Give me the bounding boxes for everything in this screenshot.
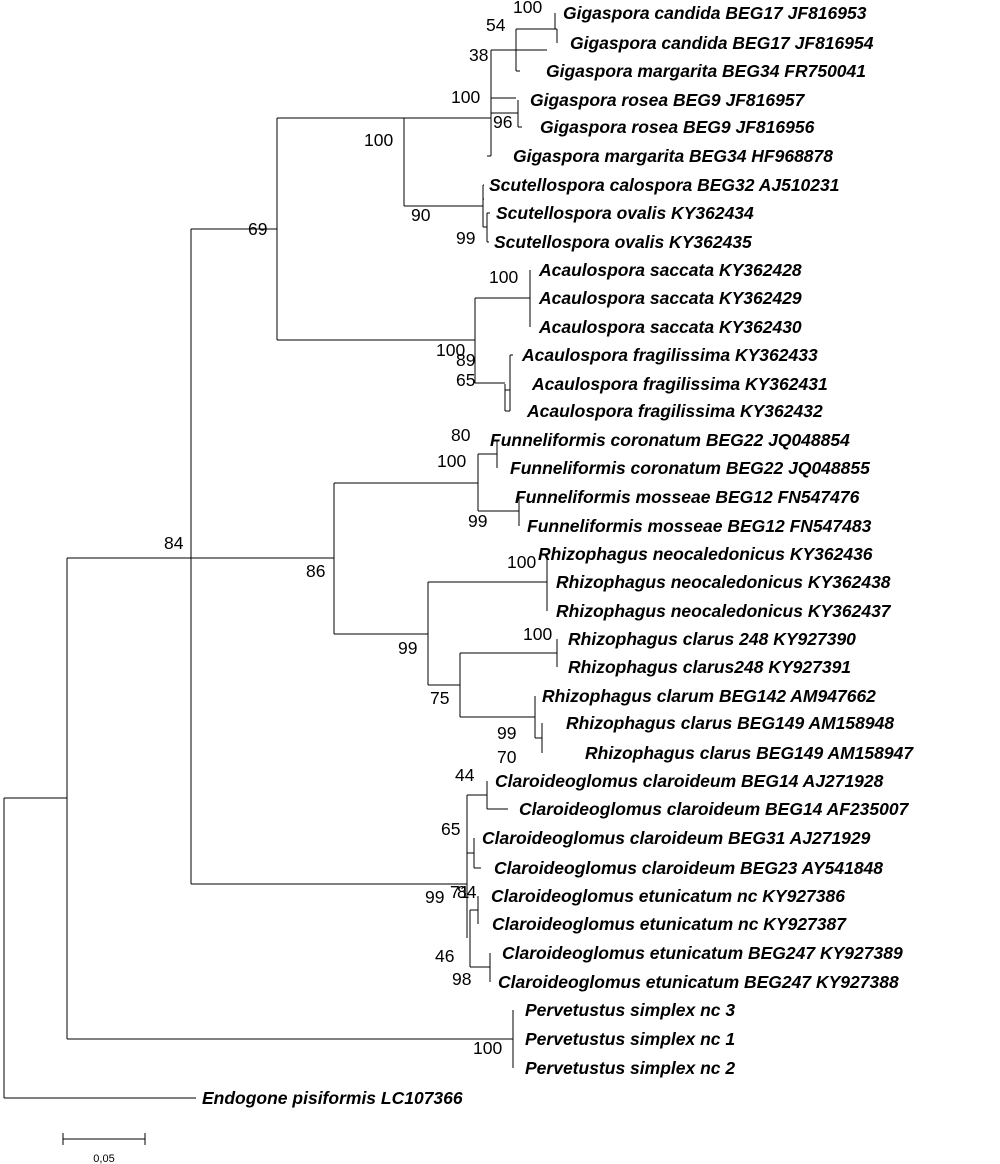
taxon-label: Claroideoglomus claroideum BEG23 AY54184…: [494, 858, 883, 878]
bootstrap-value: 75: [430, 688, 449, 708]
bootstrap-value: 100: [451, 87, 480, 107]
scale-bar-label: 0,05: [93, 1153, 114, 1164]
taxon-label: Rhizophagus clarum BEG142 AM947662: [542, 686, 876, 706]
taxon-label: Gigaspora rosea BEG9 JF816957: [530, 90, 806, 110]
bootstrap-value: 84: [457, 882, 477, 902]
taxon-label: Gigaspora candida BEG17 JF816953: [563, 3, 867, 23]
taxon-label: Claroideoglomus claroideum BEG31 AJ27192…: [482, 828, 871, 848]
taxon-label: Acaulospora saccata KY362429: [538, 288, 802, 308]
taxon-label: Claroideoglomus etunicatum nc KY927387: [492, 914, 847, 934]
taxon-label: Rhizophagus clarus248 KY927391: [568, 657, 851, 677]
taxon-label: Rhizophagus neocaledonicus KY362436: [538, 544, 873, 564]
bootstrap-value: 90: [411, 205, 431, 225]
taxon-label: Gigaspora candida BEG17 JF816954: [570, 33, 874, 53]
bootstrap-value: 100: [523, 624, 552, 644]
taxon-label: Scutellospora ovalis KY362435: [494, 232, 752, 252]
bootstrap-value: 65: [456, 370, 475, 390]
taxon-label: Pervetustus simplex nc 1: [525, 1029, 735, 1049]
taxon-label: Funneliformis mosseae BEG12 FN547483: [527, 516, 872, 536]
taxon-label: Rhizophagus neocaledonicus KY362437: [556, 601, 892, 621]
taxon-label: Claroideoglomus etunicatum nc KY927386: [491, 886, 845, 906]
bootstrap-value: 86: [306, 561, 325, 581]
bootstrap-value: 100: [507, 552, 536, 572]
taxon-label: Funneliformis mosseae BEG12 FN547476: [515, 487, 860, 507]
bootstrap-value: 100: [437, 451, 466, 471]
taxon-label: Acaulospora saccata KY362428: [538, 260, 802, 280]
bootstrap-value: 100: [473, 1038, 502, 1058]
taxon-label: Claroideoglomus etunicatum BEG247 KY9273…: [498, 972, 899, 992]
bootstrap-value: 84: [164, 533, 184, 553]
scale-bar: 0,05: [62, 1133, 146, 1164]
bootstrap-value: 71: [450, 882, 469, 902]
taxon-label: Scutellospora calospora BEG32 AJ510231: [489, 175, 840, 195]
taxon-label: Acaulospora fragilissima KY362431: [531, 374, 828, 394]
bootstrap-value: 100: [436, 340, 465, 360]
bootstrap-value: 96: [493, 112, 512, 132]
bootstrap-value: 44: [455, 765, 475, 785]
taxon-label: Gigaspora margarita BEG34 FR750041: [546, 61, 866, 81]
taxon-label: Rhizophagus neocaledonicus KY362438: [556, 572, 891, 592]
bootstrap-value: 100: [489, 267, 518, 287]
taxon-label: Acaulospora fragilissima KY362433: [521, 345, 818, 365]
taxon-label: Acaulospora fragilissima KY362432: [526, 401, 823, 421]
taxon-label: Claroideoglomus claroideum BEG14 AF23500…: [519, 799, 910, 819]
bootstrap-value: 80: [451, 425, 471, 445]
bootstrap-value: 99: [425, 887, 444, 907]
bootstrap-value: 38: [469, 45, 488, 65]
bootstrap-value: 89: [456, 350, 475, 370]
bootstrap-value: 99: [456, 228, 475, 248]
taxon-label: Acaulospora saccata KY362430: [538, 317, 802, 337]
taxon-label: Gigaspora margarita BEG34 HF968878: [513, 146, 833, 166]
taxon-label: Pervetustus simplex nc 2: [525, 1058, 735, 1078]
taxon-label: Pervetustus simplex nc 3: [525, 1000, 735, 1020]
bootstrap-value: 54: [486, 15, 506, 35]
bootstrap-value: 99: [497, 723, 516, 743]
taxon-label: Endogone pisiformis LC107366: [202, 1088, 463, 1108]
taxon-label: Claroideoglomus claroideum BEG14 AJ27192…: [495, 771, 884, 791]
taxon-label: Gigaspora rosea BEG9 JF816956: [540, 117, 815, 137]
bootstrap-value: 100: [364, 130, 393, 150]
bootstrap-value: 99: [398, 638, 417, 658]
taxon-label: Scutellospora ovalis KY362434: [496, 203, 754, 223]
bootstrap-value: 65: [441, 819, 460, 839]
taxon-label: Funneliformis coronatum BEG22 JQ048854: [490, 430, 850, 450]
taxon-label: Rhizophagus clarus BEG149 AM158948: [566, 713, 894, 733]
bootstrap-value: 70: [497, 747, 517, 767]
bootstrap-value: 46: [435, 946, 454, 966]
taxon-label: Rhizophagus clarus BEG149 AM158947: [585, 743, 914, 763]
bootstrap-value: 100: [513, 0, 542, 17]
taxon-label: Rhizophagus clarus 248 KY927390: [568, 629, 856, 649]
taxon-label: Funneliformis coronatum BEG22 JQ048855: [510, 458, 870, 478]
bootstrap-value: 98: [452, 969, 471, 989]
bootstrap-value: 69: [248, 219, 267, 239]
taxon-label: Claroideoglomus etunicatum BEG247 KY9273…: [502, 943, 903, 963]
bootstrap-value: 99: [468, 511, 487, 531]
